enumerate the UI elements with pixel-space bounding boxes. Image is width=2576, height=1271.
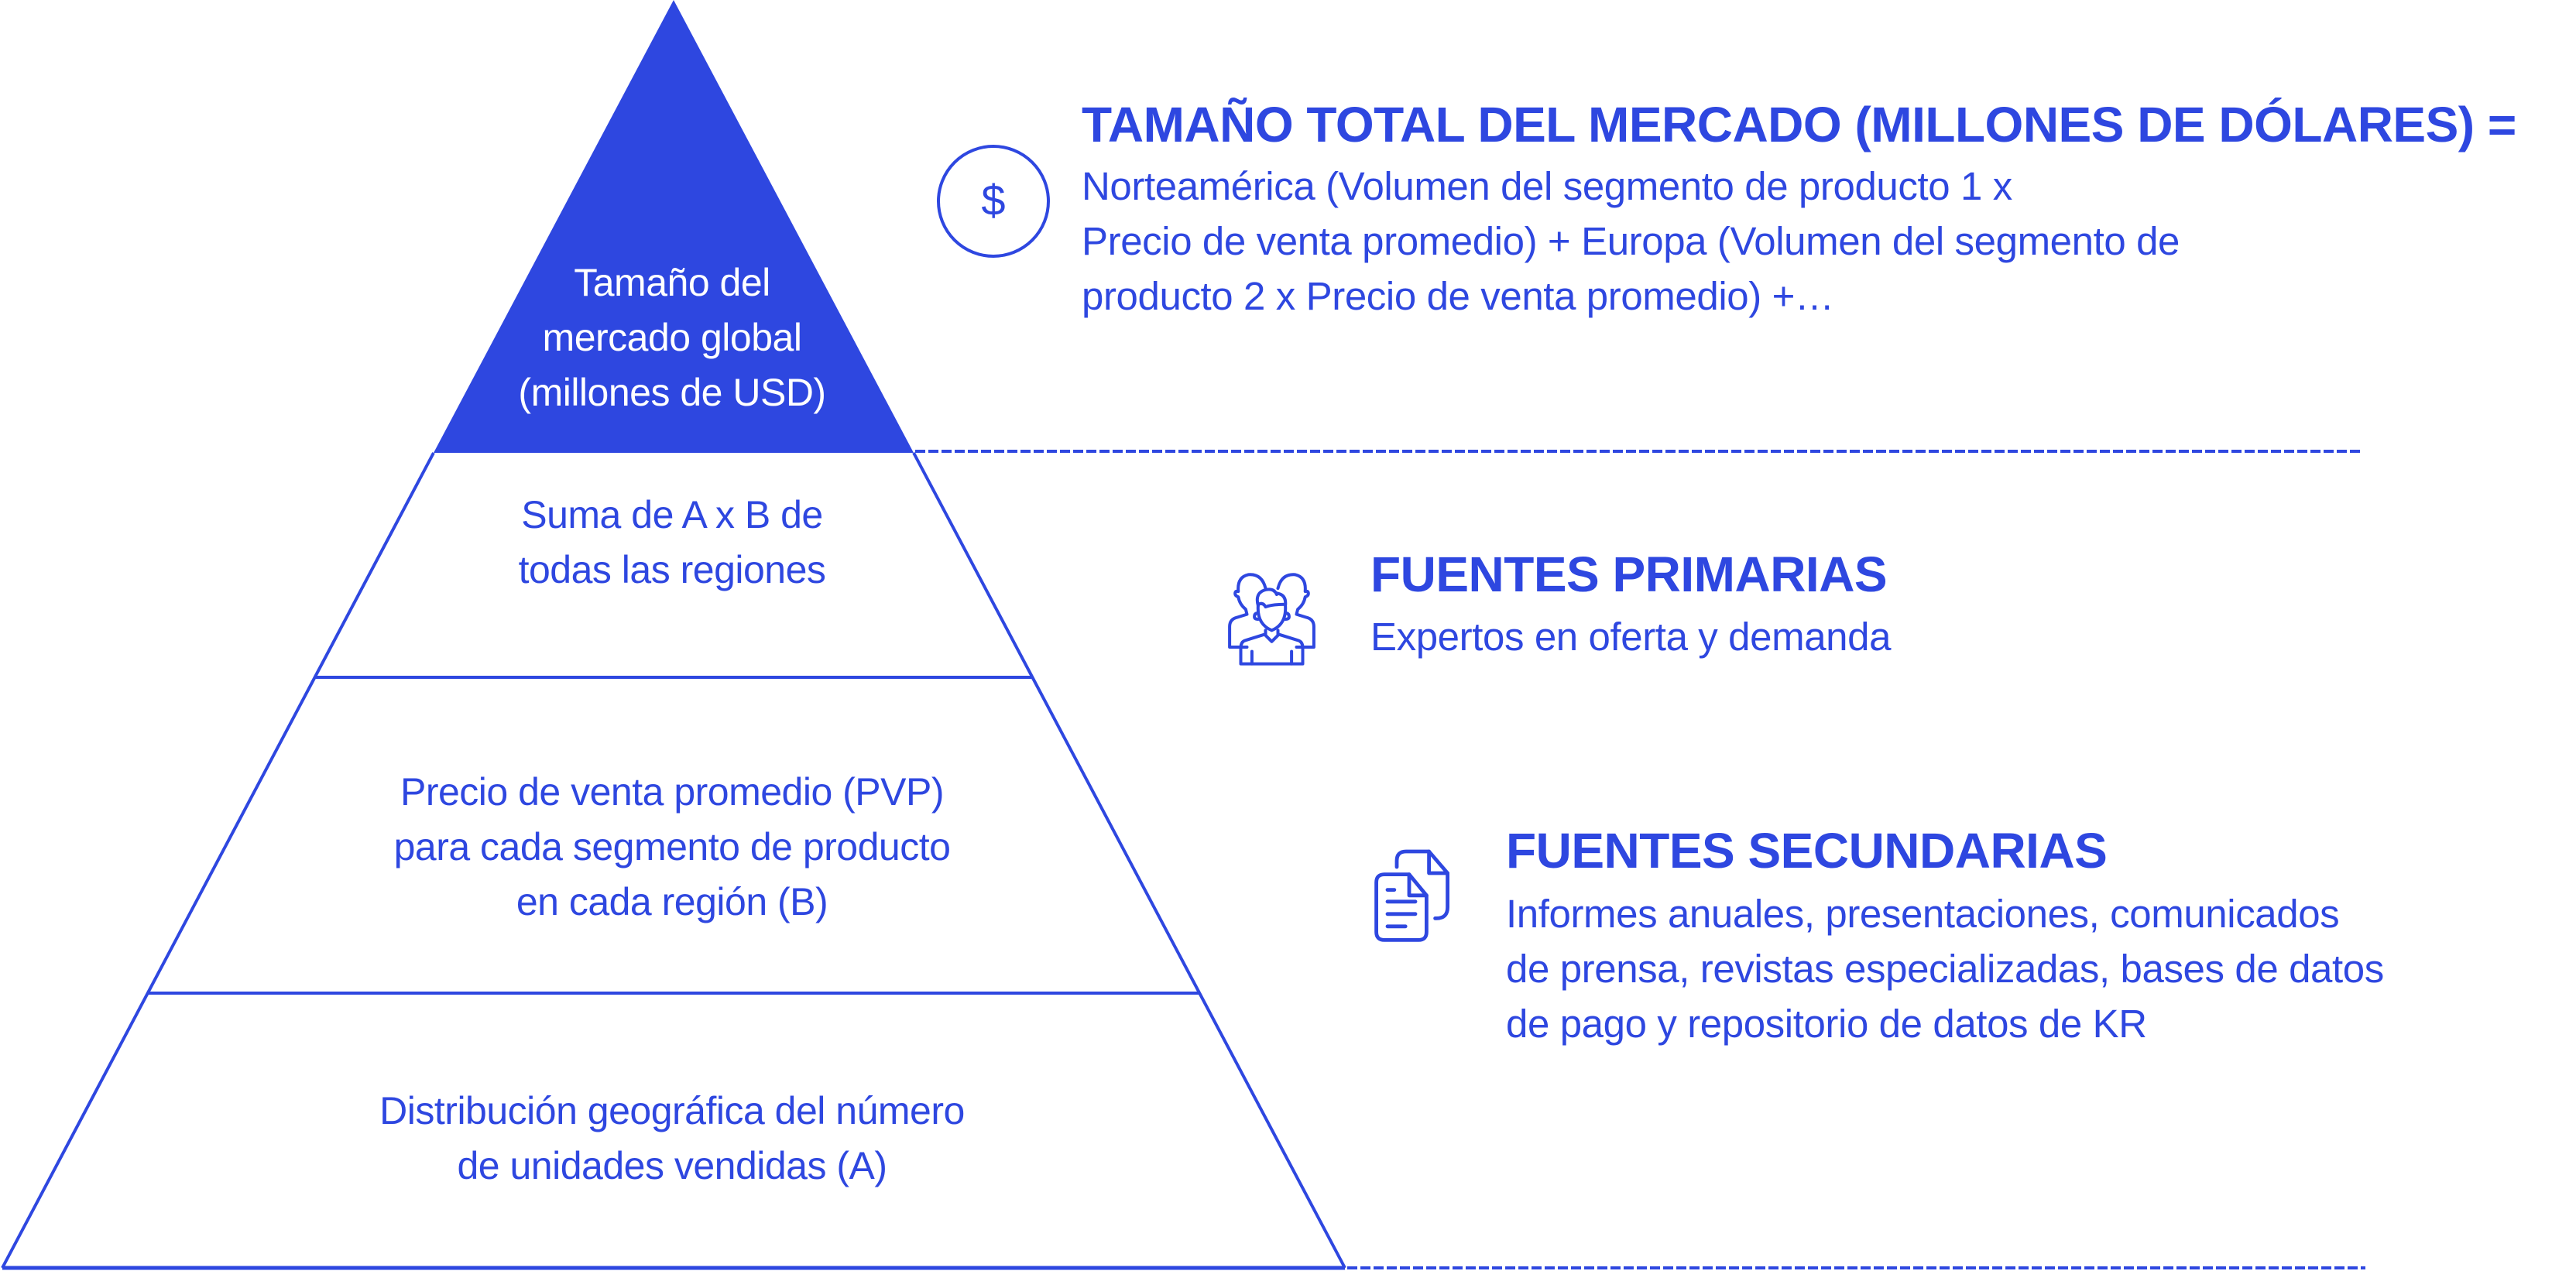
tier-asp-label: Precio de venta promedio (PVP) para cada… bbox=[394, 765, 951, 930]
secondary-sources-description: Informes anuales, presentaciones, comuni… bbox=[1506, 886, 2384, 1051]
documents-icon bbox=[1374, 849, 1449, 942]
secondary-sources-title: FUENTES SECUNDARIAS bbox=[1506, 823, 2108, 879]
tier-top-label: Tamaño del mercado global (millones de U… bbox=[518, 255, 826, 420]
secondary-line: de pago y repositorio de datos de KR bbox=[1506, 1002, 2147, 1046]
svg-text:$: $ bbox=[981, 176, 1005, 224]
tier-asp-line: para cada segmento de producto bbox=[393, 825, 951, 868]
market-total-formula: Norteamérica (Volumen del segmento de pr… bbox=[1082, 159, 2180, 324]
tier-top-line: Tamaño del bbox=[574, 261, 770, 304]
secondary-line: de prensa, revistas especializadas, base… bbox=[1506, 947, 2384, 991]
formula-line: Norteamérica (Volumen del segmento de pr… bbox=[1082, 164, 2012, 208]
secondary-line: Informes anuales, presentaciones, comuni… bbox=[1506, 892, 2340, 936]
tier-sum-line: todas las regiones bbox=[518, 548, 826, 591]
dollar-circle-icon: $ bbox=[937, 145, 1050, 258]
primary-sources-description: Expertos en oferta y demanda bbox=[1370, 615, 1892, 659]
pyramid-left-edge bbox=[1, 452, 435, 1269]
people-group-icon bbox=[1228, 573, 1315, 666]
tier-sum-label: Suma de A x B de todas las regiones bbox=[519, 488, 826, 598]
pyramid-top-tier bbox=[434, 0, 914, 453]
tier-units-label: Distribución geográfica del número de un… bbox=[379, 1084, 965, 1194]
tier-sum-line: Suma de A x B de bbox=[521, 493, 823, 536]
tier-asp-line: Precio de venta promedio (PVP) bbox=[400, 770, 945, 814]
pyramid-right-edge bbox=[912, 452, 1346, 1269]
tier-top-line: (millones de USD) bbox=[518, 371, 826, 414]
tier-units-line: Distribución geográfica del número bbox=[379, 1089, 965, 1132]
market-total-title: TAMAÑO TOTAL DEL MERCADO (MILLONES DE DÓ… bbox=[1082, 97, 2516, 152]
formula-line: producto 2 x Precio de venta promedio) +… bbox=[1082, 274, 1834, 318]
tier-top-line: mercado global bbox=[542, 316, 802, 359]
tier-asp-line: en cada región (B) bbox=[516, 880, 828, 923]
primary-sources-title: FUENTES PRIMARIAS bbox=[1370, 546, 1888, 602]
tier-units-line: de unidades vendidas (A) bbox=[457, 1144, 887, 1187]
formula-line: Precio de venta promedio) + Europa (Volu… bbox=[1082, 219, 2180, 263]
